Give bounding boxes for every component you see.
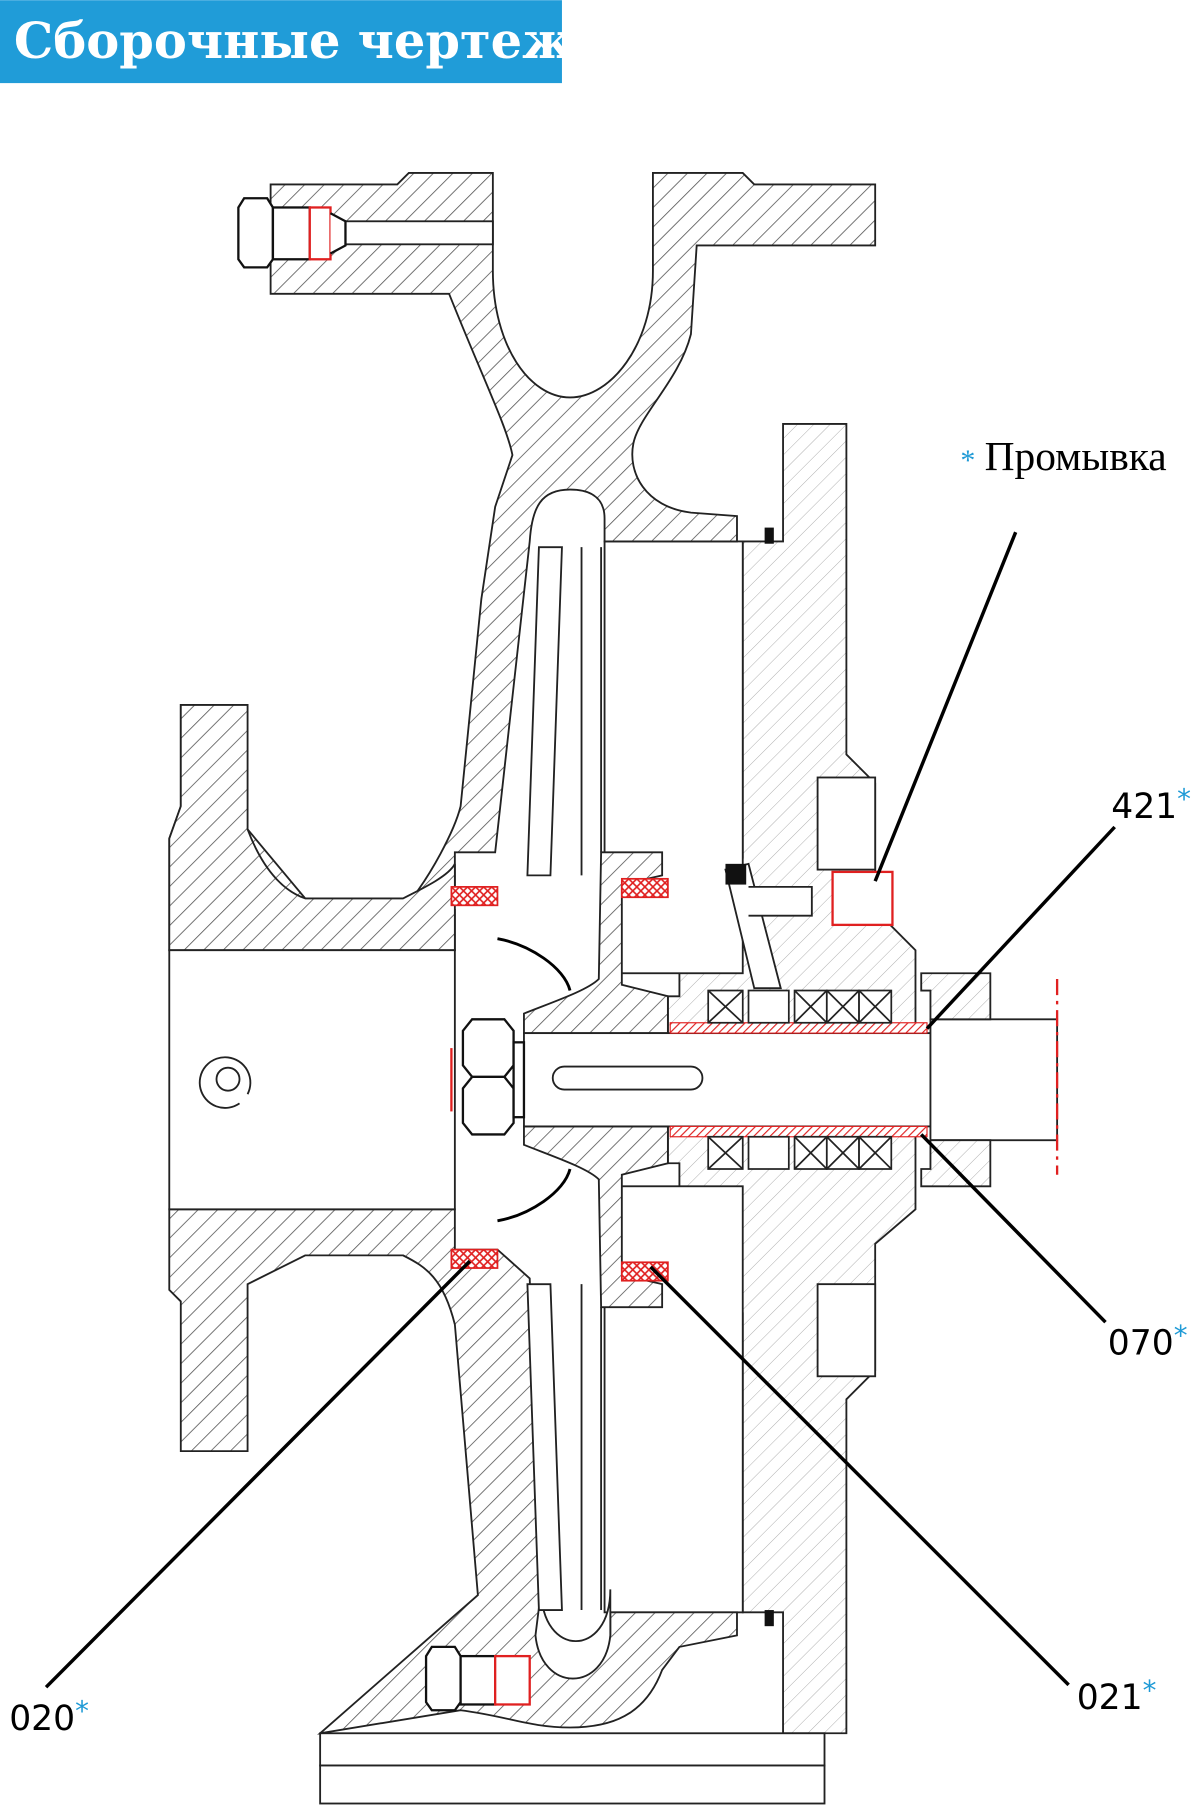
impeller-lower	[523, 1125, 669, 1309]
page-title: Сборочные чертежи	[14, 12, 609, 70]
leader-020	[44, 1259, 472, 1689]
shaft-end	[929, 1018, 1059, 1142]
o-ring	[764, 1610, 774, 1627]
drain-plug-icon	[215, 1066, 241, 1092]
coupling-step	[920, 972, 992, 1188]
impeller-upper	[523, 851, 669, 1035]
impeller-eye	[497, 1168, 572, 1223]
leader-021	[649, 1265, 1070, 1687]
o-ring	[764, 527, 774, 544]
impeller-eye	[497, 937, 572, 991]
cover-groove	[816, 1283, 877, 1378]
suction-flange-upper	[168, 704, 456, 952]
impeller-nut	[461, 1018, 526, 1136]
cover-cavity	[603, 1185, 744, 1614]
suction-opening	[168, 949, 456, 1211]
shaft-sleeve-070	[669, 1125, 928, 1138]
leader-070	[920, 1133, 1107, 1324]
key-slot	[551, 1065, 704, 1091]
label-421: 421*	[1111, 783, 1191, 827]
flush-connection	[831, 870, 894, 927]
base-foot	[319, 1732, 826, 1767]
impeller-blade	[526, 1283, 563, 1611]
drain-plug-ring	[198, 1056, 252, 1109]
cover-groove	[816, 776, 877, 871]
casing-bolt-bottom	[424, 1645, 531, 1712]
pump-casing-upper	[168, 171, 877, 952]
packing-rings	[707, 989, 893, 1170]
discharge-bore	[344, 220, 494, 246]
shaft-sleeve-070	[669, 1022, 928, 1034]
label-020: 020*	[9, 1695, 89, 1739]
casing-bolt-top	[237, 197, 347, 269]
label-021: 021*	[1077, 1674, 1157, 1718]
flush-port	[748, 885, 813, 917]
label-070: 070*	[1108, 1319, 1188, 1363]
flush-label: *Промывка	[960, 433, 1166, 479]
impeller-blade	[526, 546, 563, 877]
wear-ring-020	[450, 1248, 499, 1269]
header-banner: Сборочные чертежи	[0, 0, 609, 84]
wear-ring-021	[620, 1261, 669, 1282]
base-plate	[319, 1764, 826, 1805]
cover-cavity	[603, 540, 744, 975]
volute-channel	[534, 1589, 612, 1680]
leader-flush	[873, 531, 1018, 882]
wear-ring-021	[620, 877, 669, 899]
flush-plug	[725, 863, 747, 885]
leader-421	[925, 825, 1116, 1030]
wear-ring-020	[450, 886, 499, 907]
